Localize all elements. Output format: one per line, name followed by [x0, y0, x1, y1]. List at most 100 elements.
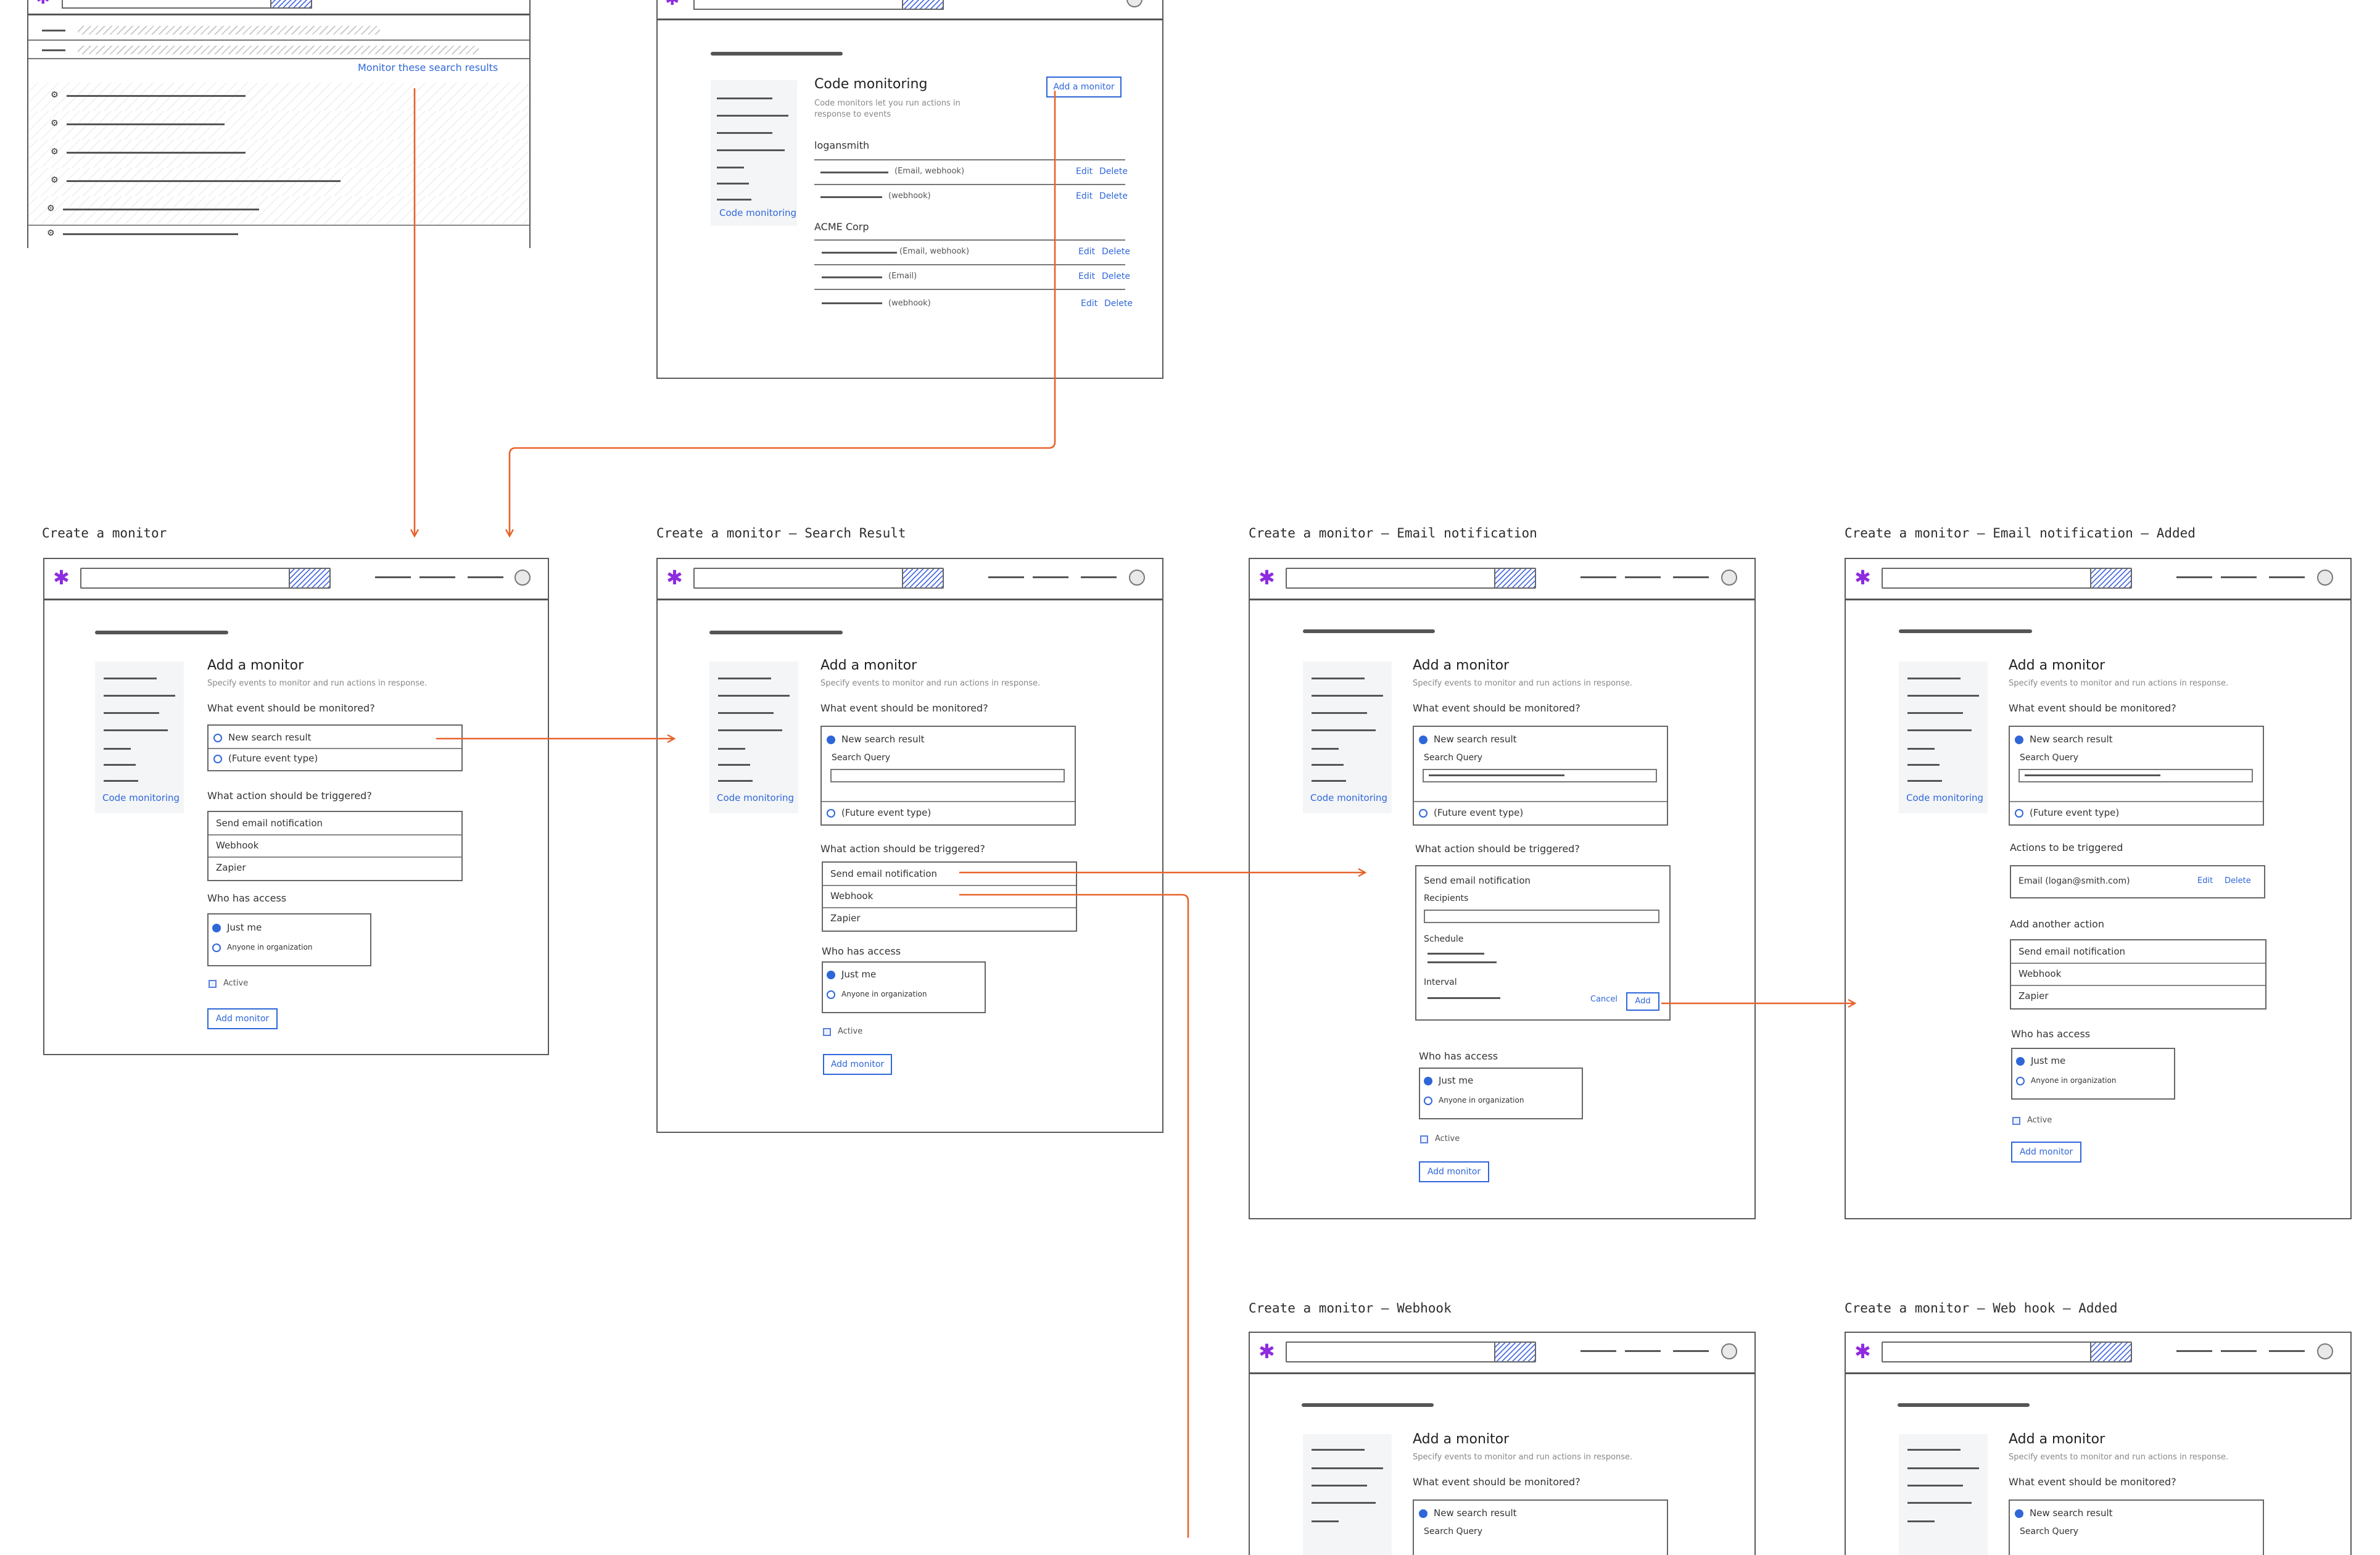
list-item[interactable]: ⚙ [28, 139, 529, 169]
action-webhook[interactable]: Webhook [2018, 968, 2062, 979]
asterisk-icon[interactable]: ✱ [1258, 1340, 1275, 1363]
radio-icon[interactable] [827, 970, 835, 979]
search-bar[interactable] [1286, 568, 1536, 589]
user-avatar-icon[interactable] [514, 570, 531, 586]
asterisk-icon[interactable]: ✱ [1854, 566, 1871, 589]
cancel-link[interactable]: Cancel [1590, 995, 1618, 1004]
list-item[interactable]: ⚙ [28, 83, 529, 112]
add-action-button[interactable]: Add [1626, 992, 1659, 1011]
option-new-search-result[interactable]: New search result [2010, 731, 2263, 748]
delete-link[interactable]: Delete [2225, 876, 2251, 885]
option-future-event[interactable]: (Future event type) [2010, 803, 2263, 822]
radio-icon[interactable] [827, 735, 835, 744]
option-new-search-result[interactable]: New search result [209, 728, 461, 747]
asterisk-icon[interactable]: ✱ [1258, 566, 1275, 589]
action-zapier[interactable]: Zapier [2018, 990, 2049, 1001]
radio-icon[interactable] [212, 943, 221, 952]
asterisk-icon[interactable]: ✱ [666, 566, 683, 589]
radio-icon[interactable] [2015, 808, 2023, 818]
search-bar[interactable] [62, 0, 312, 9]
access-org[interactable]: Anyone in organization [209, 939, 370, 955]
user-avatar-icon[interactable] [2317, 1343, 2333, 1359]
active-checkbox[interactable] [823, 1028, 831, 1036]
radio-icon[interactable] [1419, 1509, 1428, 1518]
user-avatar-icon[interactable] [1126, 0, 1142, 7]
access-just-me[interactable]: Just me [823, 966, 985, 982]
access-org[interactable]: Anyone in organization [2012, 1072, 2174, 1088]
add-monitor-button[interactable]: Add monitor [2011, 1142, 2081, 1163]
edit-link[interactable]: Edit [1081, 299, 1098, 309]
search-query-input[interactable] [830, 769, 1065, 782]
access-org[interactable]: Anyone in organization [823, 986, 985, 1002]
search-bar[interactable] [693, 0, 944, 10]
edit-link[interactable]: Edit [2197, 876, 2213, 885]
option-new-search-result[interactable]: New search result [2010, 1504, 2263, 1522]
sidebar-item-code-monitoring[interactable]: Code monitoring [1310, 792, 1388, 803]
user-avatar-icon[interactable] [2317, 570, 2333, 586]
list-item[interactable]: ⚙ [28, 225, 529, 243]
radio-icon[interactable] [827, 808, 835, 818]
sidebar-item-code-monitoring[interactable]: Code monitoring [1906, 792, 1984, 803]
delete-link[interactable]: Delete [1102, 247, 1130, 257]
list-item[interactable]: ⚙ [28, 111, 529, 141]
delete-link[interactable]: Delete [1099, 191, 1128, 201]
option-future-event[interactable]: (Future event type) [209, 749, 461, 768]
access-just-me[interactable]: Just me [1420, 1072, 1582, 1088]
action-email[interactable]: Send email notification [830, 868, 938, 879]
radio-icon[interactable] [2016, 1076, 2025, 1085]
edit-link[interactable]: Edit [1078, 247, 1096, 257]
edit-link[interactable]: Edit [1076, 191, 1093, 201]
radio-icon[interactable] [2015, 735, 2023, 744]
add-monitor-button[interactable]: Add monitor [207, 1008, 278, 1029]
radio-icon[interactable] [212, 923, 221, 932]
active-checkbox[interactable] [2012, 1117, 2020, 1125]
action-webhook[interactable]: Webhook [830, 890, 874, 902]
option-new-search-result[interactable]: New search result [1414, 1504, 1667, 1522]
action-email[interactable]: Send email notification [216, 818, 323, 829]
edit-link[interactable]: Edit [1076, 167, 1093, 176]
active-checkbox[interactable] [209, 980, 217, 988]
sidebar-item-code-monitoring[interactable]: Code monitoring [717, 792, 795, 803]
asterisk-icon[interactable]: ✱ [53, 566, 70, 589]
delete-link[interactable]: Delete [1099, 167, 1128, 176]
delete-link[interactable]: Delete [1104, 299, 1133, 309]
search-query-input[interactable] [2018, 769, 2253, 782]
radio-icon[interactable] [1419, 808, 1428, 818]
radio-icon[interactable] [213, 733, 222, 742]
list-item[interactable]: ⚙ [28, 196, 529, 226]
action-email[interactable]: Send email notification [2018, 946, 2126, 957]
radio-icon[interactable] [1424, 1076, 1432, 1085]
action-webhook[interactable]: Webhook [216, 840, 259, 851]
option-future-event[interactable]: (Future event type) [1414, 803, 1667, 822]
radio-icon[interactable] [2016, 1056, 2025, 1066]
radio-icon[interactable] [2015, 1509, 2023, 1518]
radio-icon[interactable] [1424, 1096, 1432, 1105]
access-just-me[interactable]: Just me [209, 919, 370, 935]
action-zapier[interactable]: Zapier [830, 913, 861, 924]
add-monitor-button[interactable]: Add a monitor [1046, 77, 1122, 97]
access-org[interactable]: Anyone in organization [1420, 1092, 1582, 1108]
recipients-input[interactable] [1424, 910, 1659, 923]
sidebar-item-code-monitoring[interactable]: Code monitoring [719, 207, 797, 218]
search-query-input[interactable] [1423, 769, 1657, 782]
monitor-results-link[interactable]: Monitor these search results [358, 62, 498, 73]
search-bar[interactable] [693, 568, 944, 589]
asterisk-icon[interactable]: ✱ [1854, 1340, 1871, 1363]
option-future-event[interactable]: (Future event type) [822, 803, 1075, 822]
search-bar[interactable] [1286, 1341, 1536, 1362]
delete-link[interactable]: Delete [1102, 272, 1130, 281]
active-checkbox[interactable] [1420, 1135, 1428, 1143]
edit-link[interactable]: Edit [1078, 272, 1096, 281]
sidebar-item-code-monitoring[interactable]: Code monitoring [102, 792, 180, 803]
search-bar[interactable] [1882, 1341, 2132, 1362]
option-new-search-result[interactable]: New search result [1414, 731, 1667, 748]
list-item[interactable]: ⚙ [28, 168, 529, 197]
add-monitor-button[interactable]: Add monitor [1419, 1161, 1489, 1182]
user-avatar-icon[interactable] [1721, 1343, 1737, 1359]
user-avatar-icon[interactable] [1129, 570, 1145, 586]
radio-icon[interactable] [1419, 735, 1428, 744]
action-zapier[interactable]: Zapier [216, 862, 246, 873]
option-new-search-result[interactable]: New search result [822, 731, 1075, 748]
search-bar[interactable] [1882, 568, 2132, 589]
search-bar[interactable] [80, 568, 331, 589]
